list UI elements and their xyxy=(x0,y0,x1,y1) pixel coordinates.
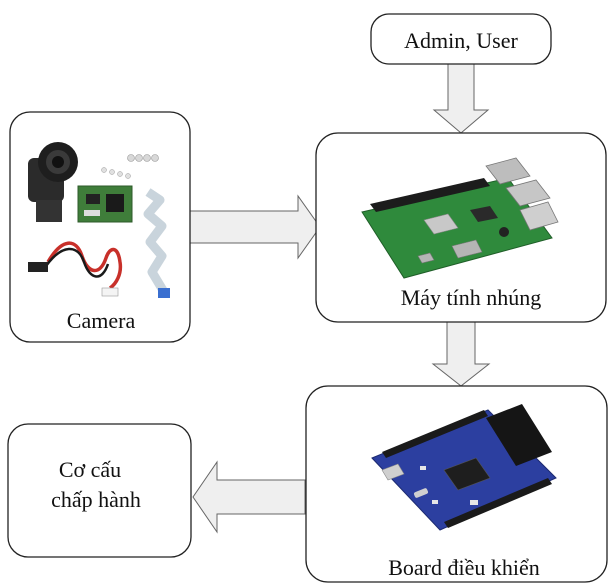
arrow-admin-to-embedded xyxy=(432,63,490,134)
node-camera: Camera xyxy=(9,111,191,343)
node-embedded-computer: Máy tính nhúng xyxy=(315,132,607,323)
arrow-camera-to-embedded xyxy=(189,194,321,260)
actuator-label-line2: chấp hành xyxy=(51,487,141,512)
actuator-label-line1: Cơ cấu xyxy=(59,457,121,482)
arrow-board-to-actuator xyxy=(192,460,306,534)
raspberry-pi-icon xyxy=(361,157,559,279)
camera-label: Camera xyxy=(67,308,136,333)
admin-user-label: Admin, User xyxy=(404,28,518,53)
microcontroller-board-icon xyxy=(371,404,557,531)
camera-kit-icon xyxy=(28,142,170,298)
embedded-computer-label: Máy tính nhúng xyxy=(401,285,542,310)
arrow-embedded-to-board xyxy=(431,321,491,387)
node-admin-user: Admin, User xyxy=(370,13,552,65)
control-board-label: Board điều khiển xyxy=(388,555,540,580)
node-actuator: Cơ cấu chấp hành xyxy=(7,423,192,558)
node-control-board: Board điều khiển xyxy=(305,385,608,583)
